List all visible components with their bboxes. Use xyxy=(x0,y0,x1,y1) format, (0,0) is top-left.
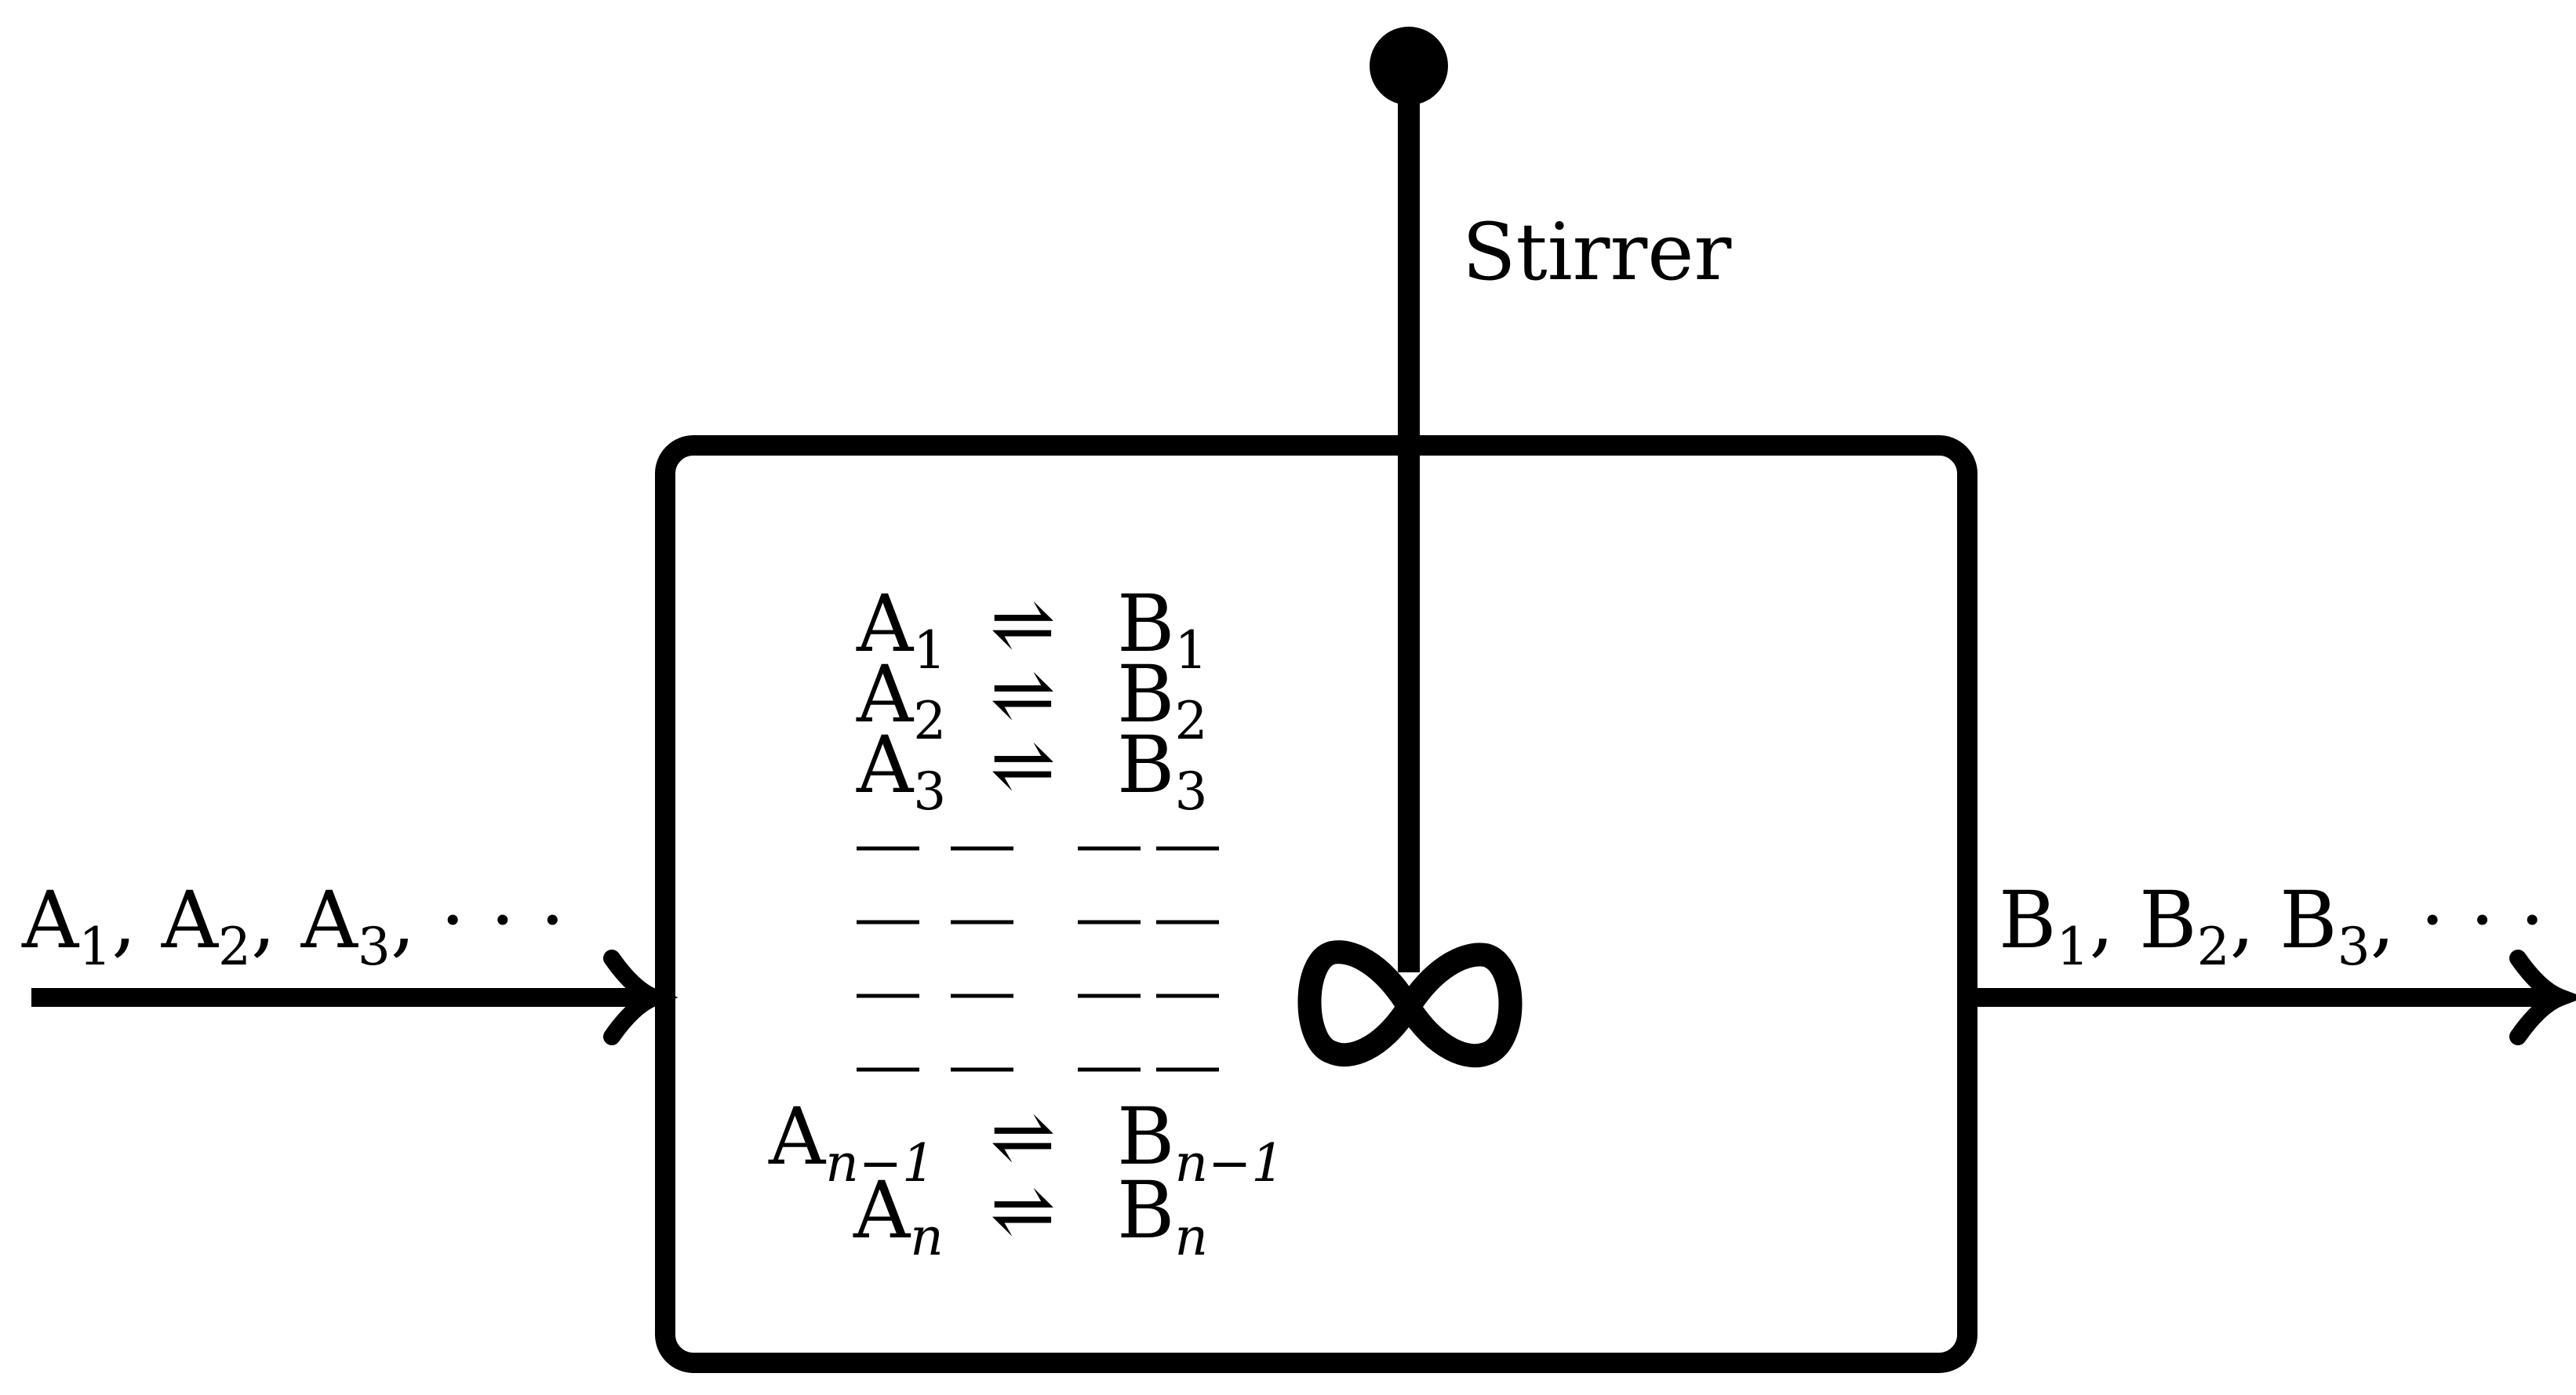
reaction-n-arrow: ⇌ xyxy=(990,1164,1056,1256)
reaction-n-minus-1-arrow: ⇌ xyxy=(990,1091,1056,1182)
reaction-1-left: A1 xyxy=(856,578,946,681)
reaction-list-bottom: An−1 ⇌ Bn−1 An ⇌ Bn xyxy=(768,1091,1284,1267)
reaction-2-left: A2 xyxy=(856,648,946,751)
reaction-list-top: A1 ⇌ B1 A2 ⇌ B2 A3 ⇌ B3 xyxy=(856,578,1208,822)
reaction-2-right: B2 xyxy=(1117,648,1208,751)
reaction-3-right: B3 xyxy=(1117,719,1208,822)
reaction-n-right: Bn xyxy=(1117,1164,1208,1267)
reaction-n-minus-1-left: An−1 xyxy=(768,1091,935,1193)
stirrer-label: Stirrer xyxy=(1462,206,1731,298)
reaction-1-right: B1 xyxy=(1117,578,1208,681)
outlet-arrow xyxy=(1977,950,2576,1045)
stirrer-impeller-icon xyxy=(1297,940,1523,1068)
reaction-3-left: A3 xyxy=(856,719,946,822)
inlet-label: A1, A2, A3, · · · xyxy=(21,874,565,977)
outlet-label: B1, B2, B3, · · · xyxy=(1999,874,2545,977)
stirrer-knob xyxy=(1370,27,1448,105)
reaction-2-arrow: ⇌ xyxy=(990,648,1056,740)
inlet-arrow xyxy=(31,950,679,1045)
reactor-vessel xyxy=(655,435,1977,1373)
reaction-n-left: An xyxy=(853,1164,944,1267)
reaction-n-minus-1-right: Bn−1 xyxy=(1117,1091,1284,1193)
reaction-1-arrow: ⇌ xyxy=(990,578,1056,670)
reaction-3-arrow: ⇌ xyxy=(990,719,1056,811)
reaction-ellipsis-dashes xyxy=(857,846,1219,1072)
